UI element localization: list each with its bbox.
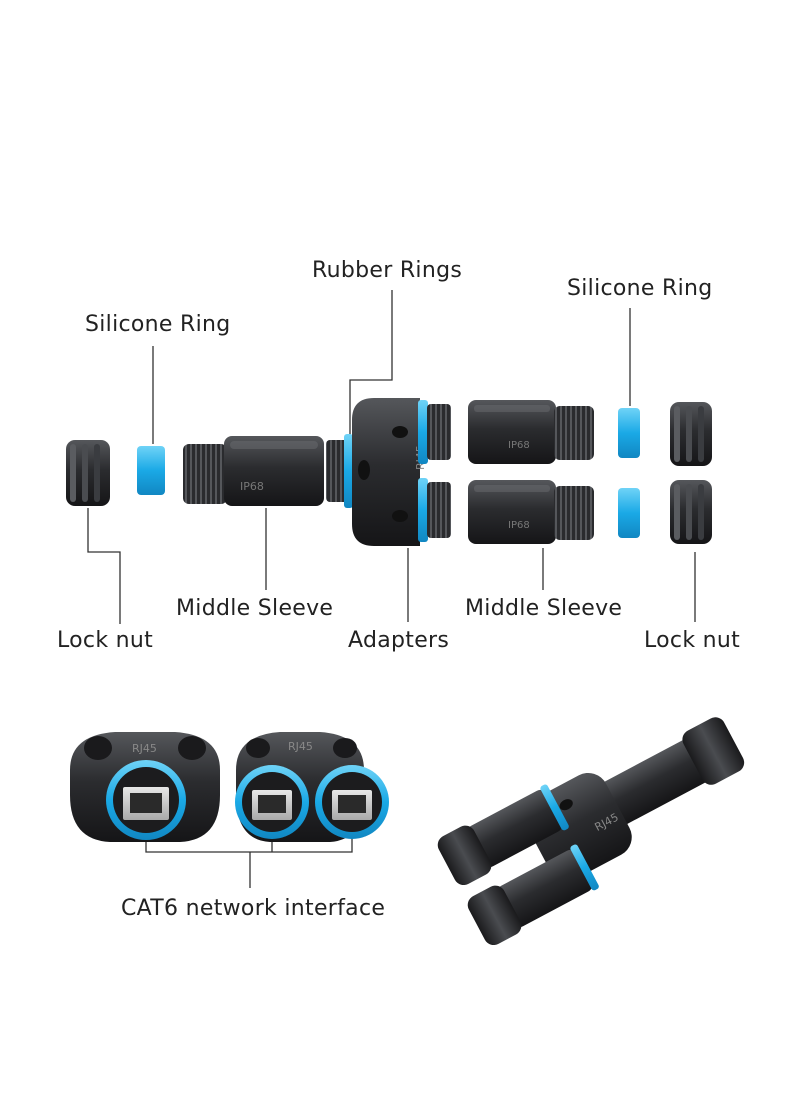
label-adapters: Adapters <box>348 628 450 653</box>
rj45-marking: RJ45 <box>132 742 157 755</box>
ip68-marking: IP68 <box>508 440 530 451</box>
label-silicone-ring-right: Silicone Ring <box>567 276 713 301</box>
label-silicone-ring-left: Silicone Ring <box>85 312 231 337</box>
silicone-ring-left <box>137 446 165 495</box>
ip68-marking: IP68 <box>240 480 264 493</box>
middle-sleeve-right-lower: IP68 <box>468 480 594 544</box>
assembled-splitter-icon: RJ45 <box>437 717 745 946</box>
port-view-double: RJ45 <box>235 732 389 842</box>
lock-nut-right <box>670 402 712 544</box>
middle-sleeve-left: IP68 <box>183 436 324 506</box>
rj45-marking: RJ45 <box>288 740 313 753</box>
port-view-single: RJ45 <box>70 732 220 842</box>
middle-sleeve-right-upper: IP68 <box>468 400 594 464</box>
label-lock-nut-right: Lock nut <box>644 628 741 653</box>
label-rubber-rings: Rubber Rings <box>312 258 463 283</box>
t-adapter: RJ45 <box>326 398 451 546</box>
label-middle-sleeve-left: Middle Sleeve <box>176 596 334 621</box>
label-cat6-interface: CAT6 network interface <box>121 896 386 921</box>
lock-nut-left <box>66 440 110 506</box>
label-lock-nut-left: Lock nut <box>57 628 154 653</box>
silicone-ring-right <box>618 408 640 538</box>
ip68-marking: IP68 <box>508 520 530 531</box>
label-middle-sleeve-right: Middle Sleeve <box>465 596 623 621</box>
